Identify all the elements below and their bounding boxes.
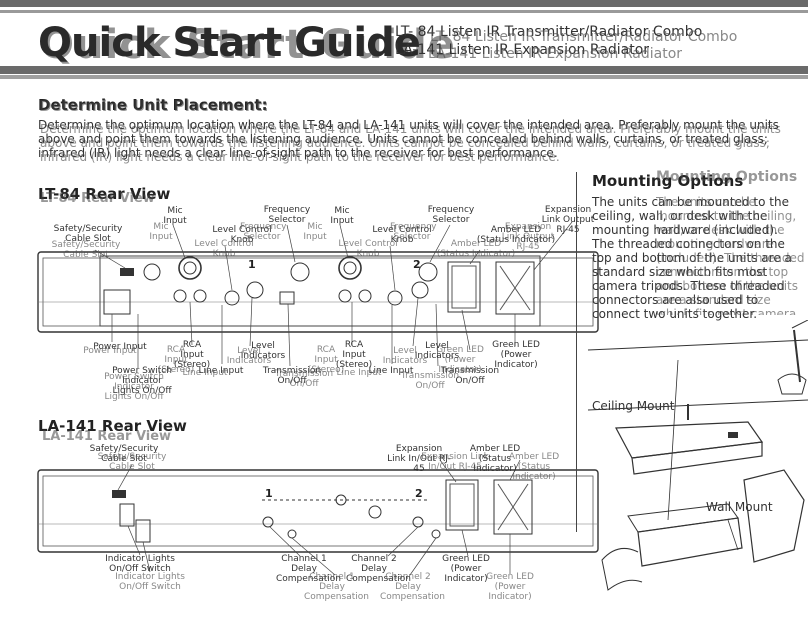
- lt84-label-transmission-1: Transmission On/Off: [262, 366, 322, 386]
- la141-ch1-number: 1: [265, 487, 273, 500]
- lt84-label-level-ind-2-ghost: Level Indicators: [382, 346, 428, 366]
- lt84-label-expansion-link-ghost: Expansion Link Output RJ-45: [501, 222, 555, 252]
- placement-heading-ghost: Determine Unit Placement:: [39, 97, 269, 115]
- lt84-label-rca-input-1-ghost: RCA Input (Stereo): [157, 345, 195, 375]
- placement-body: Determine the optimum location where the…: [38, 118, 779, 160]
- lt84-label-mic-input-2: Mic Input: [330, 206, 354, 226]
- mounting-heading: Mounting Options: [592, 172, 744, 190]
- product-line-1: LT- 84 Listen IR Transmitter/Radiator Co…: [395, 24, 703, 40]
- lt84-label-level-knob-1-ghost: Level Control Knob: [194, 239, 254, 259]
- la141-label-green-led: Green LED (Power Indicator): [442, 554, 490, 584]
- la141-label-safety-slot: Safety/Security Cable Slot: [89, 444, 159, 464]
- mounting-illustrations: [587, 320, 808, 591]
- lt84-label-level-knob-1: Level Control Knob: [212, 225, 272, 245]
- la141-label-green-led-ghost: Green LED (Power Indicator): [486, 572, 534, 602]
- mounting-body-ghost: The units can be mounted to the ceiling,…: [656, 195, 805, 315]
- lt84-heading-ghost: LT-84 Rear View: [40, 191, 155, 206]
- la141-label-amber-led-ghost: Amber LED (Status Indicator): [508, 452, 560, 482]
- lt84-label-rca-input-2: RCA Input (Stereo): [335, 340, 373, 370]
- lt84-rear-diagram: [37, 221, 599, 368]
- lt84-label-level-ind-1-ghost: Level Indicators: [226, 346, 272, 366]
- product-line-2: LA-141 Listen IR Expansion Radiator: [395, 42, 650, 58]
- page-title-ghost: Quick Start Guide: [40, 22, 456, 68]
- la141-label-indicator-switch-ghost: Indicator Lights On/Off Switch: [115, 572, 185, 592]
- product-line-2-ghost: LA-141 Listen IR Expansion Radiator: [428, 46, 683, 62]
- lt84-label-freq-selector-1-ghost: Frequency Selector: [240, 222, 287, 242]
- lt84-label-line-input-2-ghost: Line Input: [336, 368, 382, 378]
- lt84-label-power-input-ghost: Power Input: [83, 346, 137, 356]
- lt84-label-transmission-2-ghost: Transmission On/Off: [400, 371, 460, 391]
- lt84-label-green-led-ghost: Green LED (Power Indicator): [436, 345, 484, 375]
- lt84-label-amber-led-ghost: Amber LED (Status Indicator): [436, 239, 516, 259]
- lt84-label-power-input: Power Input: [93, 342, 147, 352]
- lt84-label-freq-selector-2: Frequency Selector: [427, 205, 475, 225]
- lt84-label-level-ind-2: Level Indicators: [414, 341, 460, 361]
- lt84-ch1-number: 1: [248, 258, 256, 271]
- lt84-label-level-knob-2: Level Control Knob: [372, 225, 432, 245]
- lt84-label-power-switch: Power Switch Indicator Lights On/Off: [112, 366, 172, 396]
- la141-label-ch2-delay: Channel 2 Delay Compensation: [346, 554, 411, 584]
- lt84-label-power-switch-ghost: Power Switch Indicator Lights On/Off: [104, 372, 164, 402]
- la141-label-ch1-delay-ghost: Channel 1 Delay Compensation: [304, 572, 369, 602]
- la141-heading-ghost: LA-141 Rear View: [42, 429, 172, 444]
- placement-body-ghost: Determine the optimum location where the…: [40, 122, 781, 164]
- la141-label-expansion-link: Expansion Link In/Out RJ-45: [387, 444, 451, 474]
- lt84-label-mic-input-1-ghost: Mic Input: [149, 222, 173, 242]
- page-title: Quick Start Guide: [38, 20, 421, 66]
- lt84-label-safety-slot: Safety/Security Cable Slot: [53, 224, 123, 244]
- la141-label-indicator-switch: Indicator Lights On/Off Switch: [105, 554, 175, 574]
- lt84-label-transmission-2: Transmission On/Off: [440, 366, 500, 386]
- lt84-ch2-number: 2: [413, 258, 421, 271]
- header-band-top-2: [0, 10, 808, 13]
- lt84-label-mic-input-2-ghost: Mic Input: [303, 222, 327, 242]
- mounting-heading-ghost: Mounting Options: [656, 169, 798, 185]
- lt84-label-freq-selector-1: Frequency Selector: [263, 205, 311, 225]
- lt84-label-freq-selector-2-ghost: Frequency Selector: [390, 222, 437, 242]
- lt84-label-line-input-1: Line Input: [198, 366, 244, 376]
- lt84-label-green-led: Green LED (Power Indicator): [492, 340, 540, 370]
- header-band-bottom-2: [0, 75, 808, 79]
- lt84-label-rca-input-1: RCA Input (Stereo): [173, 340, 211, 370]
- la141-label-amber-led: Amber LED (Status Indicator): [469, 444, 521, 474]
- header-band-bottom: [0, 66, 808, 74]
- wall-mount-caption: Wall Mount: [706, 500, 773, 514]
- lt84-label-line-input-2: Line Input: [368, 366, 414, 376]
- lt84-heading: LT-84 Rear View: [38, 185, 171, 203]
- la141-heading: LA-141 Rear View: [38, 417, 187, 435]
- mounting-body: The units can be mounted to the ceiling,…: [592, 195, 792, 321]
- lt84-label-transmission-1-ghost: Transmission On/Off: [274, 369, 334, 389]
- lt84-label-level-knob-2-ghost: Level Control Knob: [338, 239, 398, 259]
- lt84-label-expansion-link: Expansion Link Output RJ-45: [541, 205, 595, 235]
- la141-label-safety-slot-ghost: Safety/Security Cable Slot: [97, 452, 167, 472]
- la141-label-expansion-link-ghost: Expansion Link In/Out RJ-45: [421, 452, 489, 472]
- placement-heading: Determine Unit Placement:: [38, 96, 268, 114]
- lt84-label-rca-input-2-ghost: RCA Input (Stereo): [307, 345, 345, 375]
- lt84-label-safety-slot-ghost: Safety/Security Cable Slot: [51, 240, 121, 260]
- ceiling-mount-caption: Ceiling Mount: [592, 399, 675, 413]
- lt84-label-level-ind-1: Level Indicators: [240, 341, 286, 361]
- la141-label-ch1-delay: Channel 1 Delay Compensation: [276, 554, 341, 584]
- lt84-label-amber-led: Amber LED (Status Indicator): [476, 225, 556, 245]
- la141-label-ch2-delay-ghost: Channel 2 Delay Compensation: [380, 572, 445, 602]
- product-line-1-ghost: LT- 84 Listen IR Transmitter/Radiator Co…: [430, 29, 738, 45]
- mounting-divider: [576, 172, 577, 532]
- header-band-top: [0, 0, 808, 7]
- la141-ch2-number: 2: [415, 487, 423, 500]
- la141-rear-diagram: [37, 459, 599, 576]
- lt84-label-mic-input-1: Mic Input: [163, 206, 187, 226]
- lt84-label-line-input-1-ghost: Line Input: [182, 368, 228, 378]
